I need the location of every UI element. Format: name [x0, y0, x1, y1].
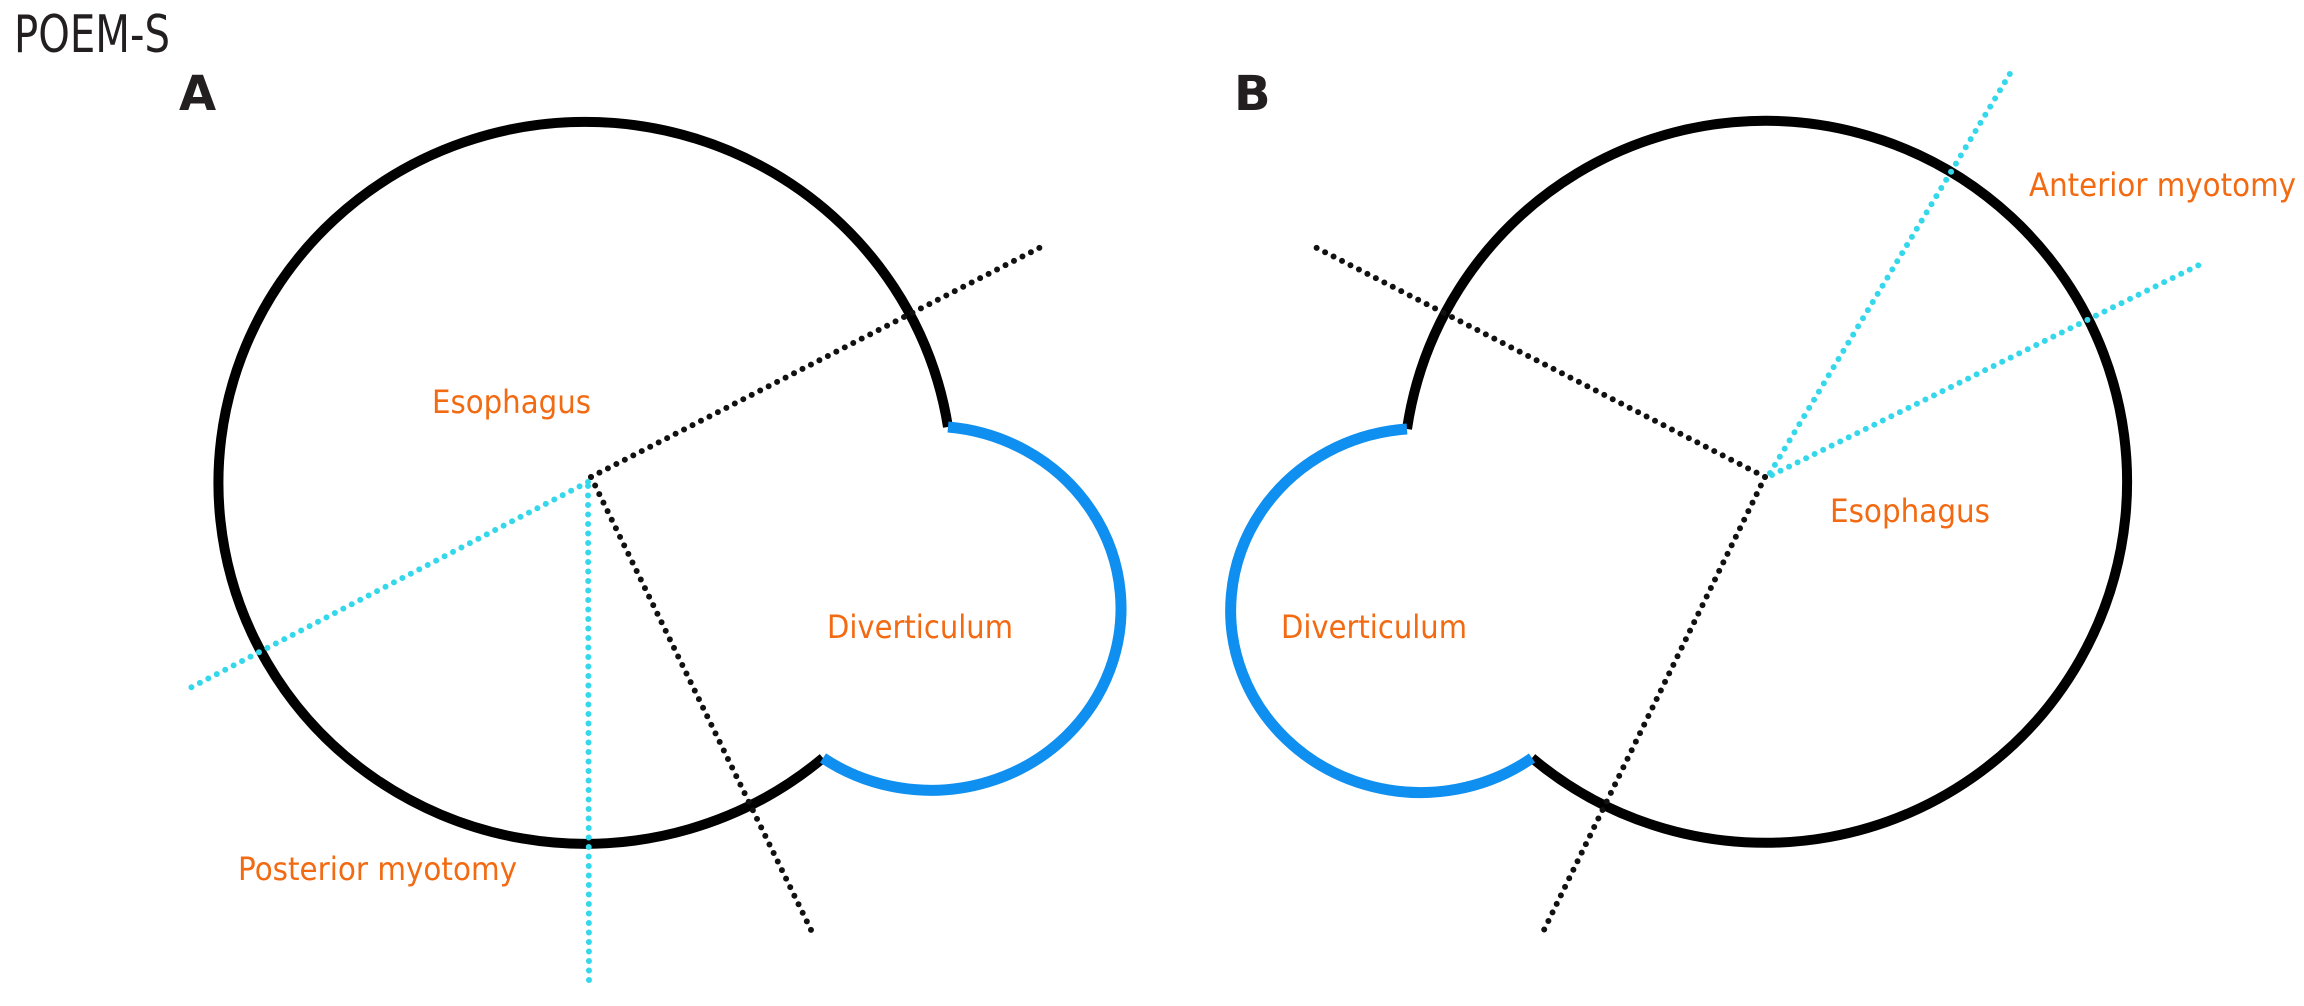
esophagus-label-a: Esophagus	[432, 383, 591, 421]
posterior-myotomy-label: Posterior myotomy	[238, 850, 517, 888]
myotomy-line-right-b	[1769, 262, 2202, 478]
panel-b: B Esophagus Diverticulum Anterior myotom…	[1225, 66, 2296, 935]
esophagus-wall-b	[1402, 115, 2133, 848]
myotomy-line-down-a	[585, 483, 592, 990]
septum-line-upper-a	[588, 242, 1048, 480]
diverticulum-label-a: Diverticulum	[827, 608, 1013, 646]
panel-a: A Esophagus Diverticulum Posterior myoto…	[179, 66, 1127, 990]
esophagus-label-b: Esophagus	[1830, 492, 1990, 530]
figure-title: POEM-S	[14, 5, 170, 65]
esophagus-wall-a	[213, 116, 953, 849]
diverticulum-wall-a	[819, 421, 1127, 796]
panel-b-letter: B	[1234, 66, 1271, 122]
myotomy-line-up-b	[1767, 69, 2014, 476]
diverticulum-wall-b	[1225, 423, 1536, 798]
myotomy-line-left-a	[185, 479, 591, 692]
anterior-myotomy-label: Anterior myotomy	[2029, 166, 2296, 204]
septum-line-upper-b	[1306, 241, 1768, 480]
diverticulum-label-b: Diverticulum	[1281, 608, 1467, 646]
septum-line-lower-a	[588, 474, 815, 935]
septum-line-lower-b	[1540, 474, 1768, 935]
panel-a-letter: A	[179, 66, 216, 122]
